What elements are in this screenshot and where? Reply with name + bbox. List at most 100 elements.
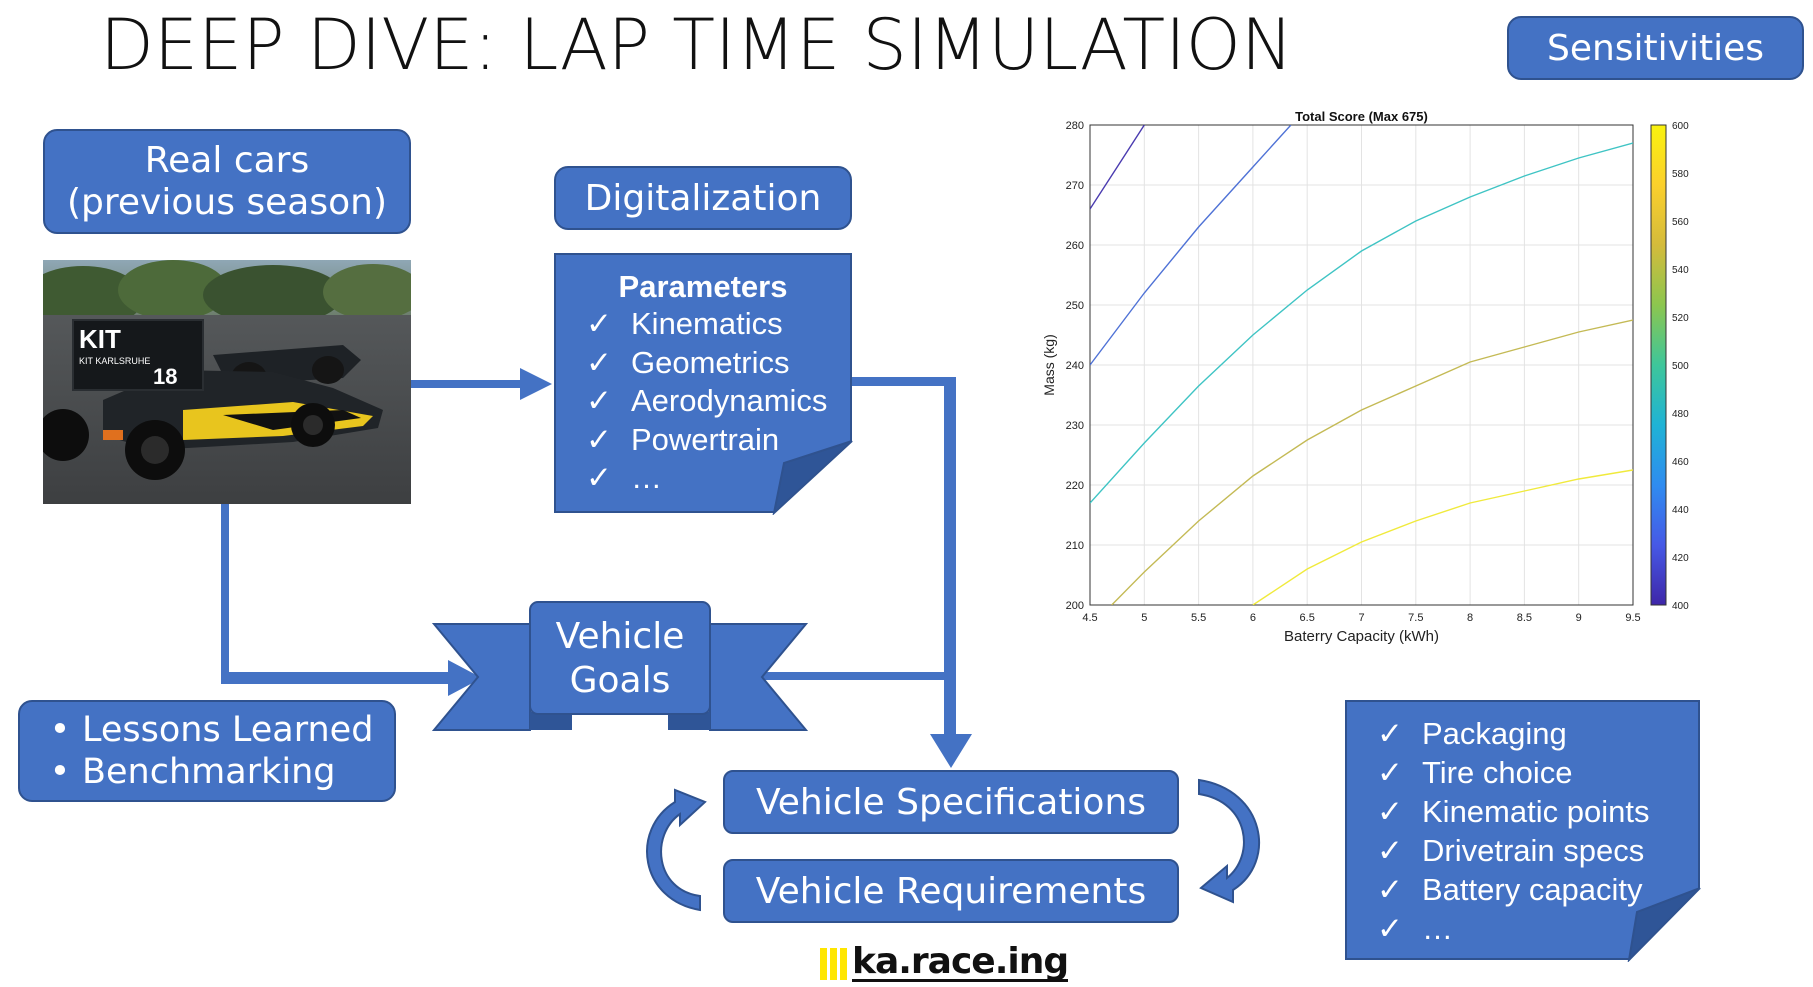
bullet-icon: • — [49, 710, 71, 750]
x-tick-label: 8 — [1467, 612, 1473, 624]
colorbar-tick-label: 420 — [1672, 553, 1689, 564]
race-car-photo: KIT KIT KARLSRUHE 18 — [43, 260, 411, 504]
race-car-illustration: KIT KIT KARLSRUHE 18 — [43, 260, 411, 504]
chart-ylabel: Mass (kg) — [1041, 334, 1057, 395]
colorbar-tick-label: 600 — [1672, 121, 1689, 132]
contour-line — [1111, 319, 1633, 605]
check-icon: ✓ — [1377, 794, 1403, 829]
spec-item: ✓Tire choice — [1377, 755, 1573, 790]
parameter-item: ✓Kinematics — [586, 305, 850, 344]
x-tick-label: 6.5 — [1300, 612, 1315, 624]
vehicle-requirements-box: Vehicle Requirements — [723, 859, 1179, 923]
logo-stripes — [820, 947, 847, 980]
parameters-list: ✓Kinematics ✓Geometrics ✓Aerodynamics ✓P… — [556, 305, 850, 498]
x-tick-label: 4.5 — [1082, 612, 1097, 624]
chart-xlabel: Baterry Capacity (kWh) — [1284, 628, 1439, 645]
car-number: 18 — [153, 364, 177, 389]
y-tick-label: 270 — [1066, 180, 1084, 192]
colorbar-tick-label: 580 — [1672, 169, 1689, 180]
real-cars-box: Real cars (previous season) — [43, 129, 411, 234]
check-icon: ✓ — [586, 306, 612, 341]
check-icon: ✓ — [1377, 872, 1403, 907]
lessons-item: •Benchmarking — [20, 751, 336, 793]
colorbar-tick-label: 520 — [1672, 313, 1689, 324]
x-tick-label: 5 — [1141, 612, 1147, 624]
lessons-item: •Lessons Learned — [20, 709, 374, 751]
contour-line — [1090, 125, 1292, 366]
spec-item: ✓Battery capacity — [1377, 872, 1643, 907]
car-sign-text: KIT — [79, 324, 121, 354]
x-tick-label: 7.5 — [1408, 612, 1423, 624]
cycle-arrow-right — [1198, 778, 1260, 904]
colorbar-tick-label: 480 — [1672, 409, 1689, 420]
x-tick-label: 8.5 — [1517, 612, 1532, 624]
vehicle-requirements-label: Vehicle Requirements — [755, 870, 1147, 912]
check-icon: ✓ — [1377, 833, 1403, 868]
contour-line — [1090, 142, 1633, 504]
y-tick-label: 280 — [1066, 120, 1084, 132]
spec-items-fold — [1627, 887, 1701, 962]
check-icon: ✓ — [586, 383, 612, 418]
y-tick-label: 230 — [1066, 420, 1084, 432]
bullet-icon: • — [49, 752, 71, 792]
arrow-parameters-to-specs — [852, 377, 972, 768]
arrow-goals-to-line — [760, 672, 950, 680]
y-tick-label: 260 — [1066, 240, 1084, 252]
spec-item: ✓Kinematic points — [1377, 794, 1650, 829]
spec-item: ✓… — [1377, 911, 1453, 946]
chart-title: Total Score (Max 675) — [1295, 109, 1428, 124]
spec-items-box: ✓Packaging ✓Tire choice ✓Kinematic point… — [1345, 700, 1700, 960]
check-icon: ✓ — [1377, 911, 1403, 946]
check-icon: ✓ — [586, 421, 612, 457]
check-icon: ✓ — [586, 344, 612, 380]
colorbar-tick-label: 400 — [1672, 601, 1689, 612]
colorbar-tick-label: 460 — [1672, 457, 1689, 468]
contour-line — [1252, 469, 1633, 605]
colorbar — [1650, 124, 1667, 606]
x-tick-label: 9 — [1576, 612, 1582, 624]
parameter-item: ✓… — [586, 459, 850, 498]
colorbar-tick-label: 560 — [1672, 217, 1689, 228]
slide-title: DEEP DIVE: LAP TIME SIMULATION — [100, 4, 1294, 86]
cycle-arrow-left — [646, 788, 707, 912]
colorbar-tick-label: 540 — [1672, 265, 1689, 276]
parameter-item: ✓Geometrics — [586, 344, 850, 383]
vehicle-goals-line2: Goals — [570, 660, 671, 701]
colorbar-tick-label: 440 — [1672, 505, 1689, 516]
spec-item: ✓Packaging — [1377, 716, 1567, 751]
logo-text: ka.race.ing — [852, 941, 1069, 982]
x-tick-label: 5.5 — [1191, 612, 1206, 624]
vehicle-specifications-box: Vehicle Specifications — [723, 770, 1179, 834]
arrow-photo-to-parameters — [411, 368, 552, 400]
parameter-item: ✓Powertrain — [586, 421, 850, 460]
sensitivities-label: Sensitivities — [1546, 27, 1765, 69]
lessons-box: •Lessons Learned •Benchmarking — [18, 700, 396, 802]
x-tick-label: 7 — [1358, 612, 1364, 624]
y-tick-label: 210 — [1066, 540, 1084, 552]
check-icon: ✓ — [1377, 716, 1403, 751]
digitalization-box: Digitalization — [554, 166, 852, 230]
car-sign-subtext: KIT KARLSRUHE — [79, 356, 150, 366]
sensitivities-box: Sensitivities — [1507, 16, 1804, 80]
digitalization-label: Digitalization — [584, 177, 822, 219]
y-tick-label: 200 — [1066, 600, 1084, 612]
spec-item: ✓Drivetrain specs — [1377, 833, 1645, 868]
y-tick-label: 220 — [1066, 480, 1084, 492]
check-icon: ✓ — [1377, 755, 1403, 790]
vehicle-goals-line1: Vehicle — [556, 616, 685, 657]
parameters-title: Parameters — [618, 269, 788, 304]
contour-line — [1090, 125, 1145, 210]
real-cars-line2: (previous season) — [66, 181, 387, 223]
parameter-item: ✓Aerodynamics — [586, 382, 850, 421]
arrow-photo-to-goals — [221, 504, 482, 696]
y-tick-label: 240 — [1066, 360, 1084, 372]
sensitivity-chart: Total Score (Max 675) Baterry Capacity (… — [1041, 109, 1689, 645]
vehicle-goals-ribbon: Vehicle Goals — [432, 601, 808, 731]
check-icon: ✓ — [586, 460, 612, 495]
karacing-logo: ka.race.ing — [820, 941, 1069, 982]
x-tick-label: 9.5 — [1625, 612, 1640, 624]
real-cars-line1: Real cars — [144, 139, 310, 181]
vehicle-specifications-label: Vehicle Specifications — [755, 781, 1147, 823]
x-tick-label: 6 — [1250, 612, 1256, 624]
